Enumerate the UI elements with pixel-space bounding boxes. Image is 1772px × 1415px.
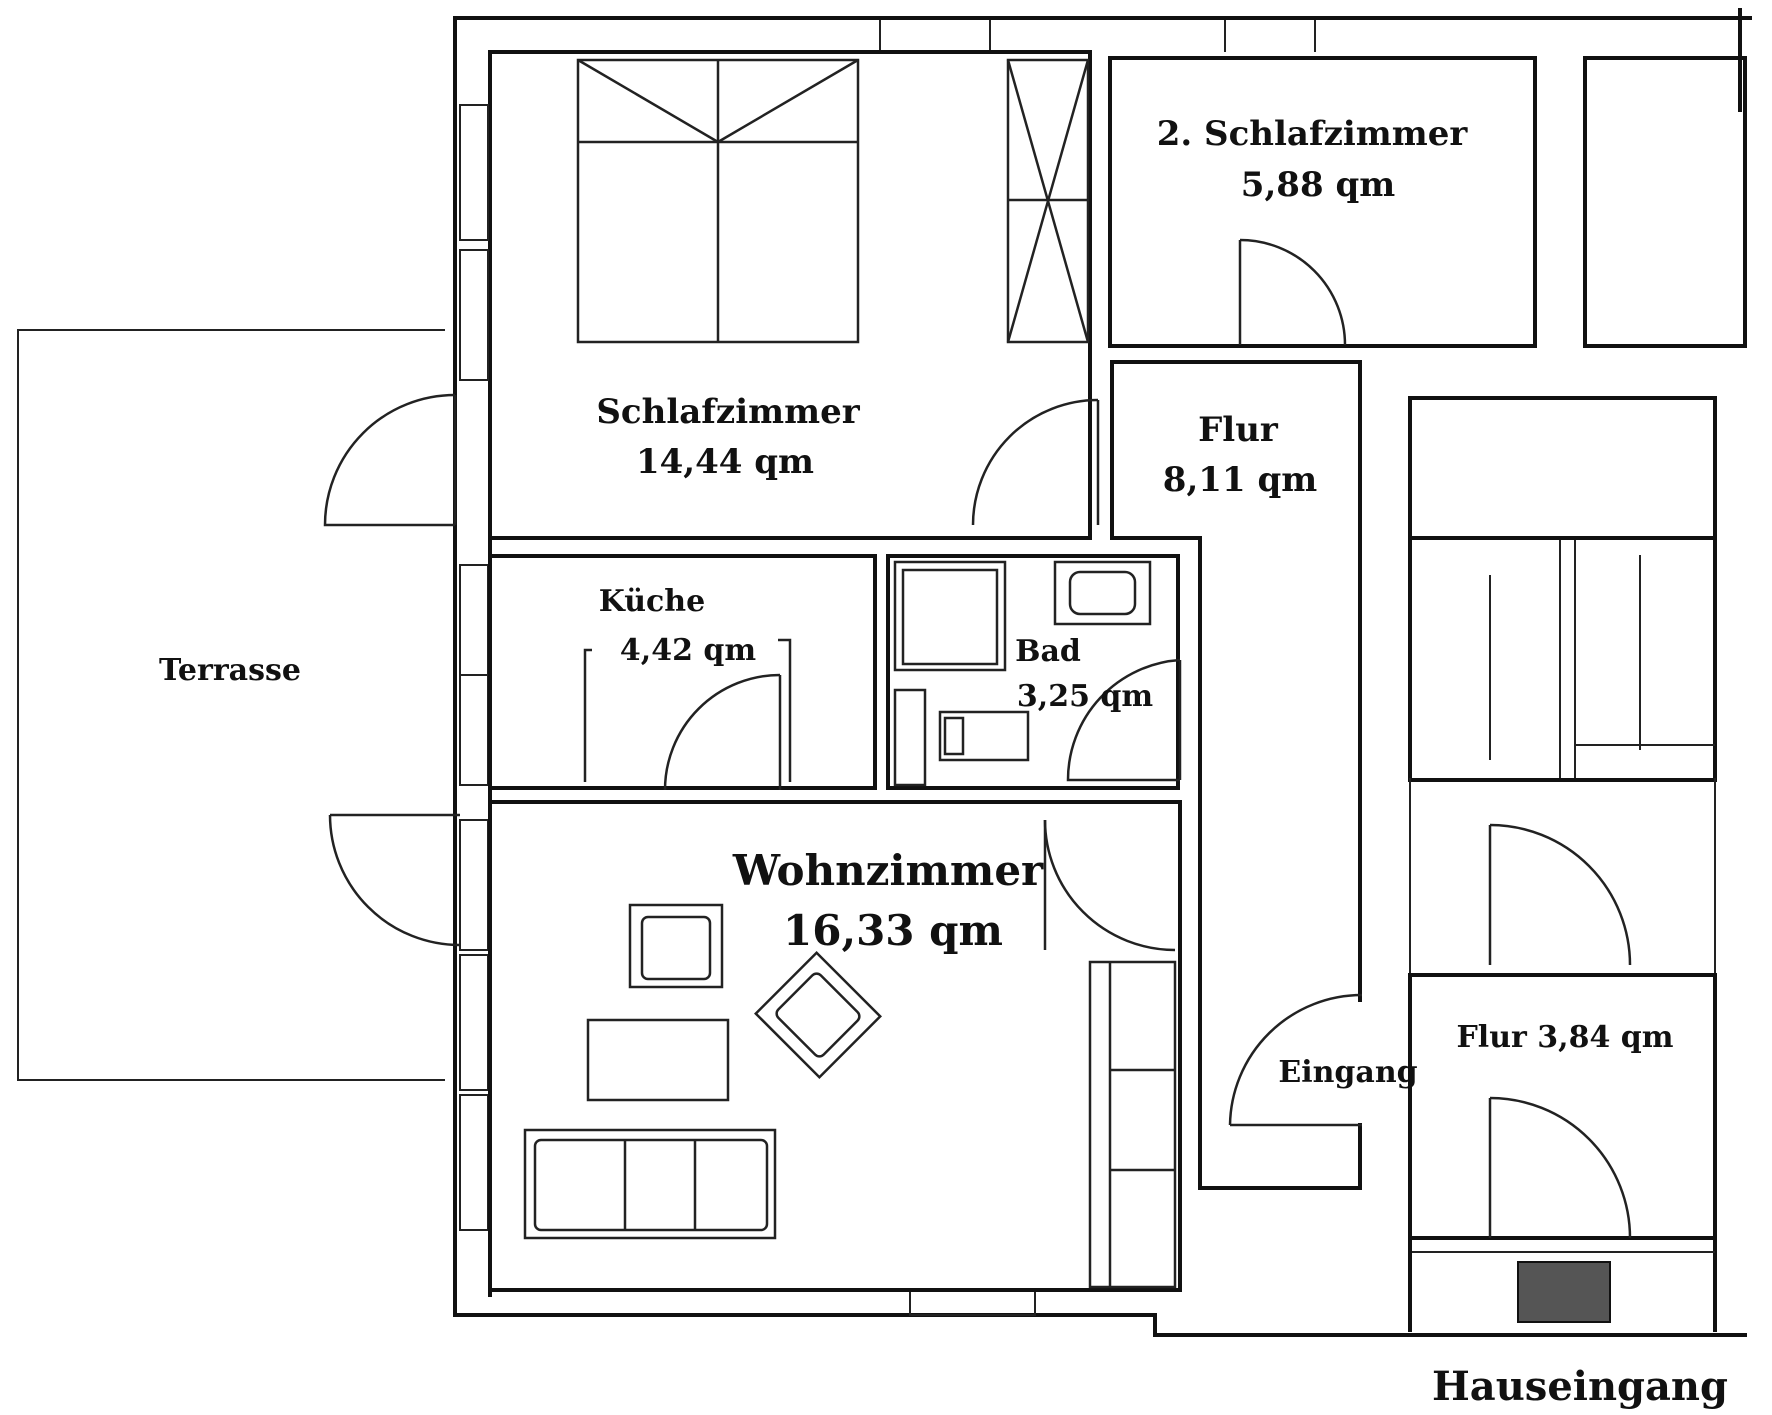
entry-hall-walls (1408, 973, 1717, 1332)
sofa-icon (523, 1128, 777, 1240)
door-bedroom-hall (971, 398, 1100, 526)
kitchen-counter (583, 638, 792, 782)
living-room-walls (488, 800, 1182, 1292)
door-eingang (1228, 993, 1363, 1127)
room-label-flur-2: Flur 3,84 qm (1457, 1020, 1674, 1055)
room-name-schlafzimmer: Schlafzimmer (596, 392, 860, 432)
door-living-room (1043, 819, 1176, 952)
label-eingang: Eingang (1278, 1055, 1417, 1090)
door-hauseingang (1488, 1096, 1632, 1239)
double-bed (576, 58, 860, 344)
windows-left-wall (459, 104, 1036, 1316)
wardrobe (1006, 58, 1090, 344)
room-area-wohnzimmer: 16,33 qm (783, 906, 1003, 955)
shelf-unit (1088, 960, 1177, 1289)
label-hauseingang: Hauseingang (1432, 1363, 1728, 1410)
bedroom-walls (488, 50, 1092, 540)
door-kitchen (663, 673, 782, 791)
room-area-schlafzimmer: 14,44 qm (636, 442, 814, 482)
room-name-flur: Flur (1198, 410, 1279, 450)
terrace (17, 329, 445, 1081)
bathroom-walls (886, 554, 1180, 790)
armchair-rotated-icon (754, 951, 882, 1079)
door-second-bedroom (1238, 238, 1347, 346)
hallway-walls (1110, 360, 1362, 1190)
room-name-kueche: Küche (599, 584, 705, 619)
sink-icon (1053, 560, 1152, 626)
right-block-walls (1408, 396, 1717, 977)
room-name-bad: Bad (1015, 634, 1081, 669)
shower-icon (893, 560, 1007, 672)
second-bedroom-walls (1108, 56, 1747, 348)
room-area-2-schlafzimmer: 5,88 qm (1241, 165, 1395, 205)
door-right-block (1488, 823, 1632, 966)
doormat (1517, 1261, 1611, 1323)
coffee-table (586, 1018, 730, 1102)
door-terrace-living (328, 813, 461, 947)
door-terrace-bedroom (323, 393, 457, 527)
outer-walls (453, 8, 1752, 1337)
room-area-flur: 8,11 qm (1163, 460, 1317, 500)
bathroom-shelf (893, 688, 927, 787)
room-name-wohnzimmer: Wohnzimmer (732, 846, 1044, 895)
room-name-terrasse: Terrasse (159, 653, 301, 688)
armchair-icon (628, 903, 724, 989)
door-bathroom (1066, 658, 1182, 782)
toilet-icon (938, 710, 1030, 762)
kitchen-walls (488, 554, 877, 790)
room-area-bad: 3,25 qm (1017, 679, 1153, 714)
room-area-kueche: 4,42 qm (620, 633, 756, 668)
room-name-2-schlafzimmer: 2. Schlafzimmer (1157, 114, 1469, 154)
